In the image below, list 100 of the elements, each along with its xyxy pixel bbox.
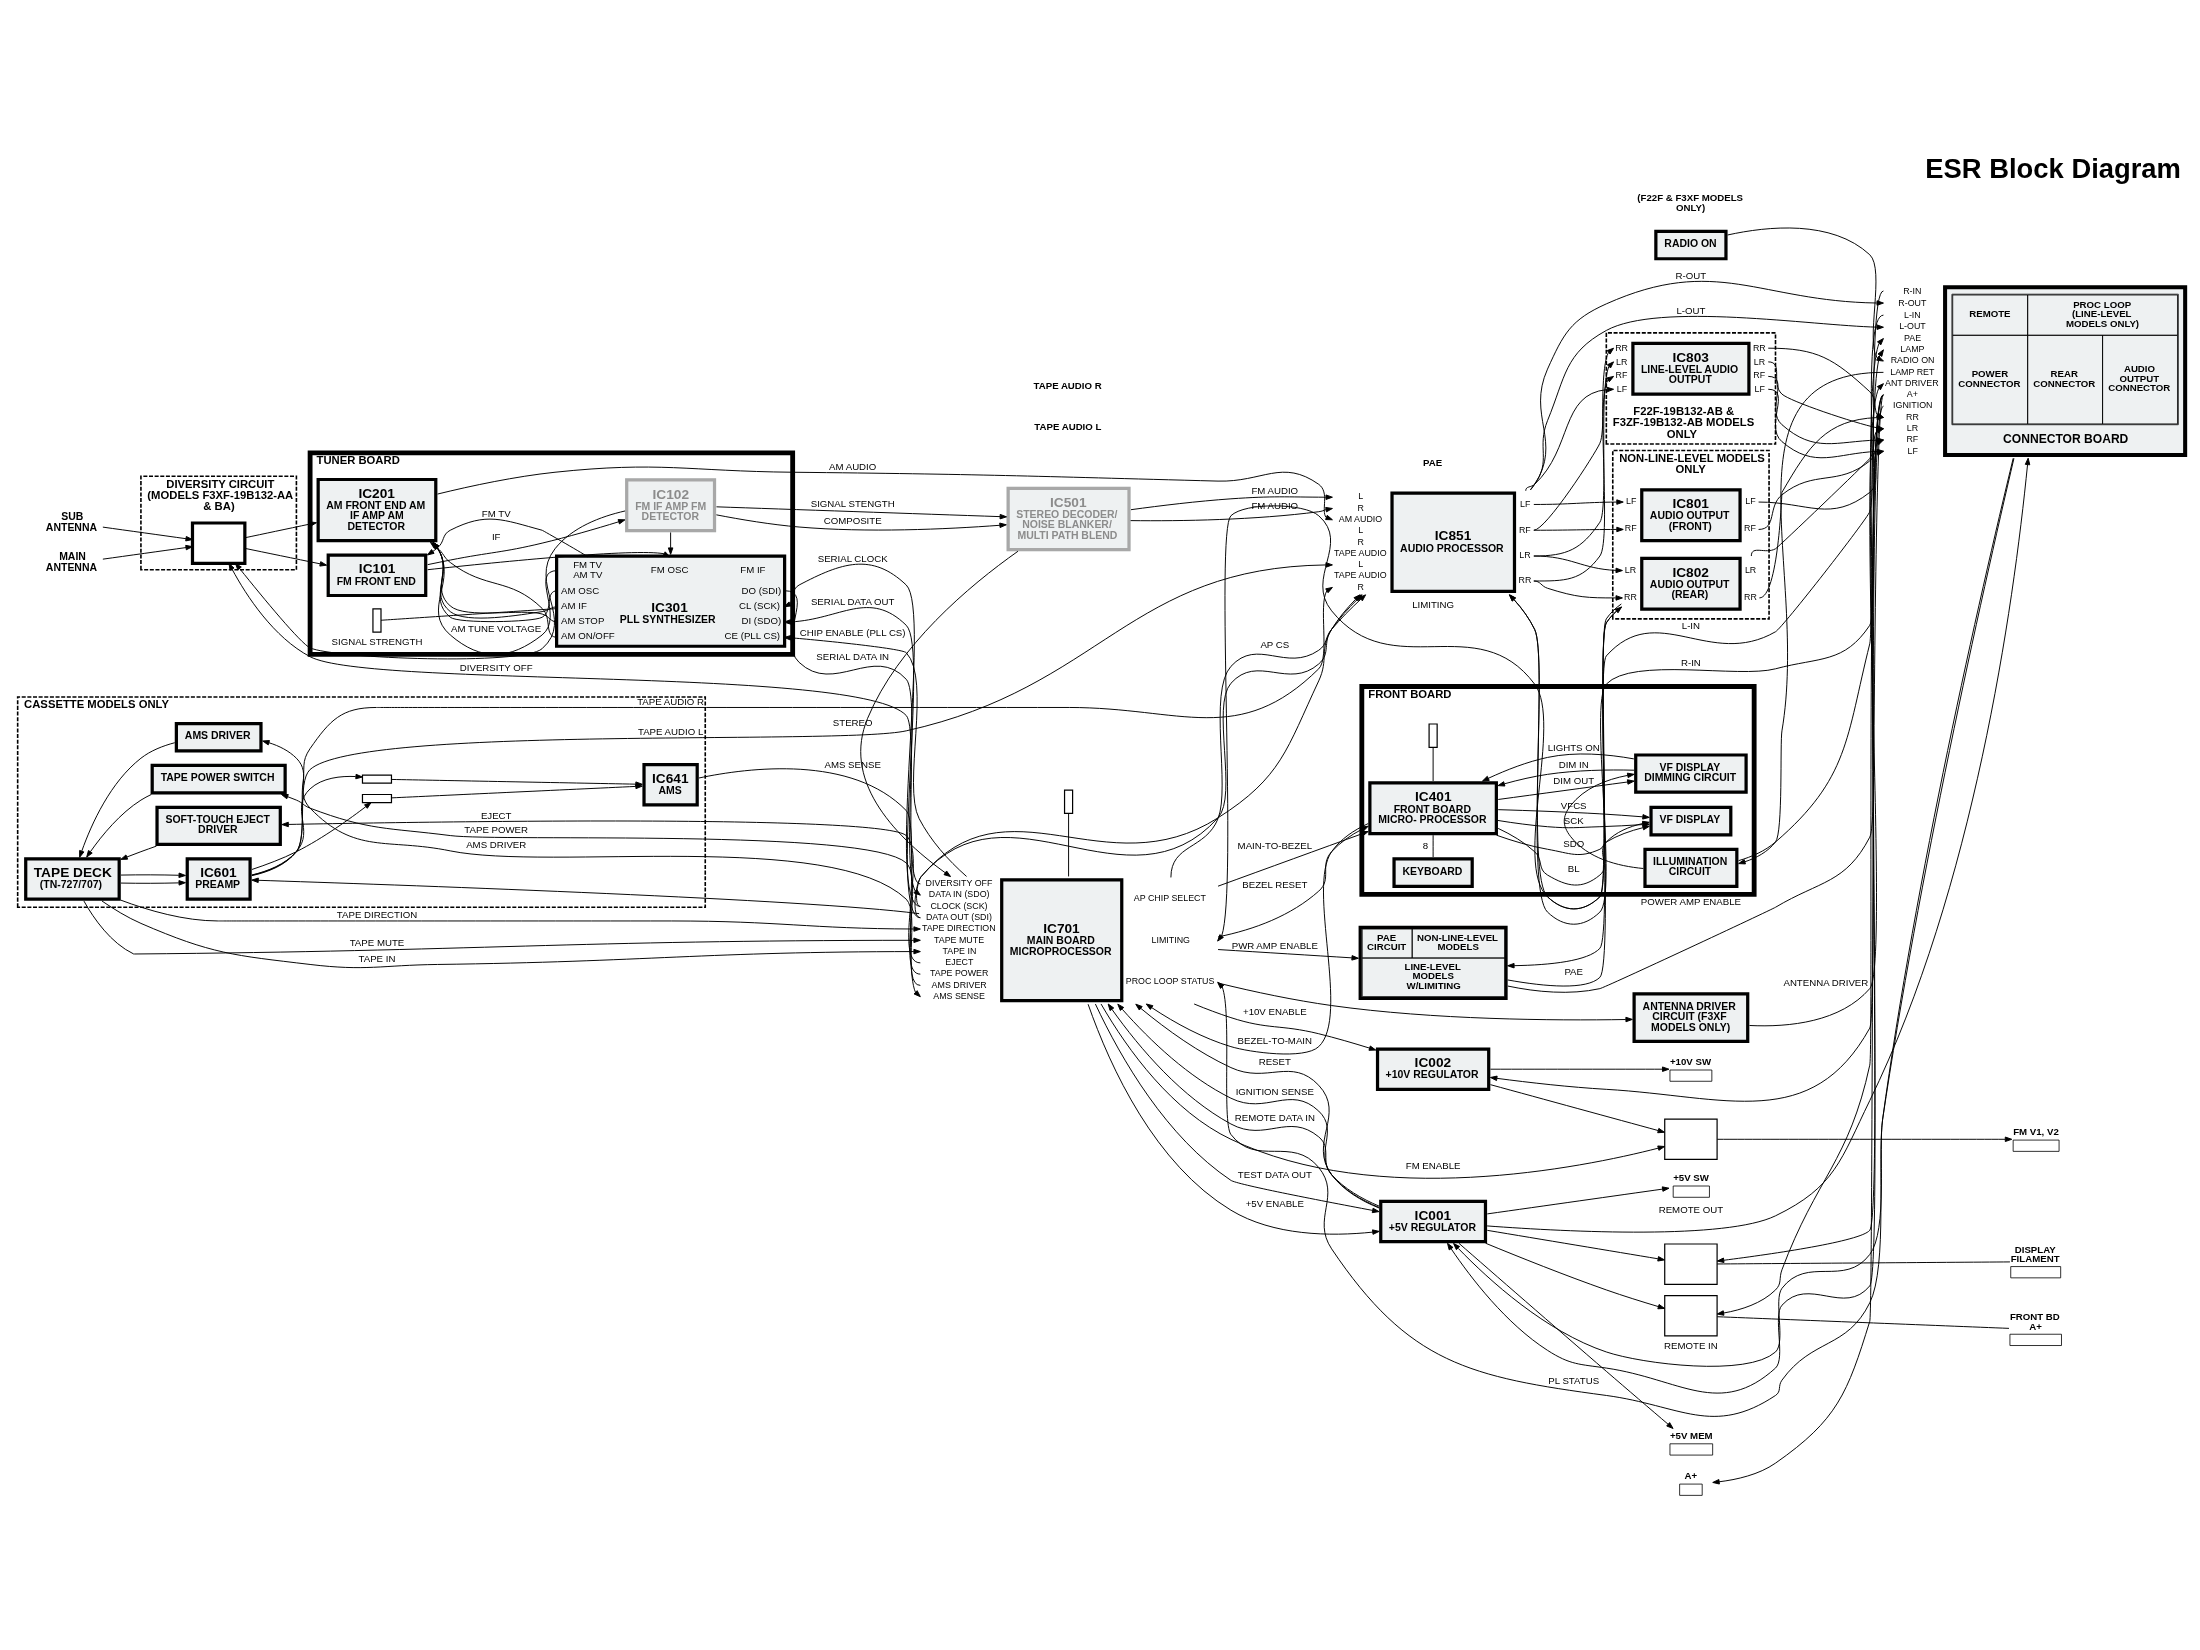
edge-label: AMS DRIVER bbox=[466, 838, 527, 850]
edge-label: EJECT bbox=[480, 809, 512, 821]
node-label: TAPE IN bbox=[942, 945, 977, 956]
edge-label: FM TV bbox=[481, 507, 511, 519]
node-label: A+ bbox=[1684, 1469, 1698, 1481]
label: TAPE AUDIO R bbox=[1033, 379, 1102, 391]
edge-label: POWER AMP ENABLE bbox=[1640, 895, 1741, 907]
label: TAPE AUDIO L bbox=[1034, 420, 1102, 432]
node-label: R bbox=[1357, 502, 1364, 513]
node-label: RR bbox=[1615, 342, 1628, 353]
node-label: RF bbox=[1624, 522, 1637, 533]
node-label: LR bbox=[1906, 422, 1919, 433]
node-label: AMS DRIVER bbox=[931, 979, 987, 990]
node-label: DATA IN (SDO) bbox=[928, 888, 990, 899]
node-label: +10V SW bbox=[1669, 1055, 1712, 1067]
node-label: R bbox=[1357, 581, 1364, 592]
node-label: L-IN bbox=[1903, 309, 1921, 320]
node-label: LR bbox=[1519, 549, 1531, 560]
node-label: RR bbox=[1744, 591, 1757, 602]
node-label: LR bbox=[1753, 356, 1766, 367]
edge-label: TAPE AUDIO L bbox=[637, 725, 704, 737]
edge-label: +5V ENABLE bbox=[1245, 1197, 1304, 1209]
edge-label: MAIN-TO-BEZEL bbox=[1237, 839, 1313, 851]
node-label: ANT DRIVER bbox=[1885, 377, 1939, 388]
edge-label: DIM OUT bbox=[1553, 774, 1595, 786]
node-label: RR bbox=[1906, 411, 1919, 422]
node-label: RF bbox=[1906, 433, 1919, 444]
node-label: DISPLAY FILAMENT bbox=[2010, 1243, 2060, 1264]
edge-label: COMPOSITE bbox=[823, 514, 882, 526]
edge-label: STEREO bbox=[832, 716, 873, 728]
node-text: MAIN ANTENNA bbox=[45, 550, 98, 573]
node-label: LF bbox=[1907, 445, 1918, 456]
edge-label: TAPE MUTE bbox=[349, 936, 405, 948]
node-text: SUB ANTENNA bbox=[45, 510, 98, 533]
edge-label: IGNITION SENSE bbox=[1235, 1085, 1314, 1097]
edge-label: REMOTE IN bbox=[1664, 1339, 1718, 1351]
edge-label: LIMITING bbox=[1412, 598, 1455, 610]
node-label: EJECT bbox=[945, 956, 974, 967]
edge-label: SIGNAL STRENGTH bbox=[331, 635, 423, 647]
edge-label: SDO bbox=[1563, 837, 1585, 849]
edge-label: PL STATUS bbox=[1548, 1374, 1600, 1386]
edge-label: L-OUT bbox=[1676, 304, 1706, 316]
node-label: LR bbox=[1624, 564, 1637, 575]
edge-label: AM AUDIO bbox=[829, 460, 877, 472]
edge-label: SERIAL DATA IN bbox=[816, 650, 890, 662]
node-label: +5V MEM bbox=[1669, 1429, 1713, 1441]
node-label: RR bbox=[1624, 591, 1637, 602]
node-label: A+ bbox=[1906, 388, 1918, 399]
node-label: L-OUT bbox=[1899, 320, 1926, 331]
edge-label: PAE bbox=[1564, 965, 1583, 977]
node-label: LR bbox=[1744, 564, 1757, 575]
node-label: LIMITING bbox=[1151, 934, 1190, 945]
node-label: AM AUDIO bbox=[1338, 513, 1383, 524]
edge-label: RESET bbox=[1258, 1055, 1291, 1067]
edge-label: +10V ENABLE bbox=[1243, 1005, 1307, 1017]
node-label: LF bbox=[1616, 383, 1628, 394]
node-label: TAPE DIRECTION bbox=[921, 922, 996, 933]
edge-label: PWR AMP ENABLE bbox=[1231, 939, 1318, 951]
edge-label: BEZEL RESET bbox=[1242, 878, 1308, 890]
node-label: TAPE MUTE bbox=[934, 934, 985, 945]
node-label: R bbox=[1357, 536, 1364, 547]
node-label: PAE bbox=[1903, 332, 1922, 343]
diagram-title: ESR Block Diagram bbox=[1925, 152, 2181, 184]
edge-label: AP CS bbox=[1260, 638, 1290, 650]
edge-label: TAPE IN bbox=[358, 952, 396, 964]
label: PAE bbox=[1423, 456, 1443, 468]
edge-label: FM AUDIO bbox=[1251, 484, 1299, 496]
node-label: LF bbox=[1626, 495, 1637, 506]
edge-label: IF bbox=[491, 530, 501, 542]
node-label: DATA OUT (SDI) bbox=[925, 911, 992, 922]
node-label: RR bbox=[1752, 342, 1766, 353]
edge-label: REMOTE OUT bbox=[1658, 1203, 1724, 1215]
node-label: IGNITION bbox=[1893, 399, 1933, 410]
edge-label: SERIAL CLOCK bbox=[817, 552, 888, 564]
node-label: LF bbox=[1745, 495, 1756, 506]
node-label: L bbox=[1358, 524, 1364, 535]
edge-label: ANTENNA DRIVER bbox=[1783, 976, 1869, 988]
edge-label: TEST DATA OUT bbox=[1237, 1168, 1312, 1180]
edge-label: SERIAL DATA OUT bbox=[810, 595, 895, 607]
node-label: LAMP bbox=[1900, 343, 1925, 354]
node-label: AMS SENSE bbox=[933, 990, 985, 1001]
edge-label: BL bbox=[1567, 862, 1580, 874]
node-label: TAPE POWER bbox=[930, 967, 989, 978]
node-label: DIVERSITY OFF bbox=[925, 877, 993, 888]
node-label: LF bbox=[1520, 498, 1531, 509]
edge-label: TAPE DIRECTION bbox=[336, 908, 418, 920]
label: (F22F & F3XF MODELS ONLY) bbox=[1637, 191, 1744, 213]
node-label: FRONT BD A+ bbox=[2009, 1310, 2060, 1332]
node-label: L bbox=[1358, 558, 1364, 569]
node-label: RR bbox=[1518, 574, 1532, 585]
node-label: CLOCK (SCK) bbox=[930, 900, 988, 911]
edge-label: TAPE AUDIO R bbox=[637, 695, 705, 707]
node-label: RF bbox=[1753, 369, 1766, 380]
edge-label: FM ENABLE bbox=[1405, 1159, 1461, 1171]
edge-label: DIVERSITY OFF bbox=[459, 661, 533, 673]
node-label: RF bbox=[1744, 522, 1756, 533]
node-label: R-IN bbox=[1903, 285, 1922, 296]
node-label: LR bbox=[1615, 356, 1628, 367]
node-label: RF bbox=[1615, 369, 1628, 380]
node-label: AP CHIP SELECT bbox=[1133, 892, 1206, 903]
